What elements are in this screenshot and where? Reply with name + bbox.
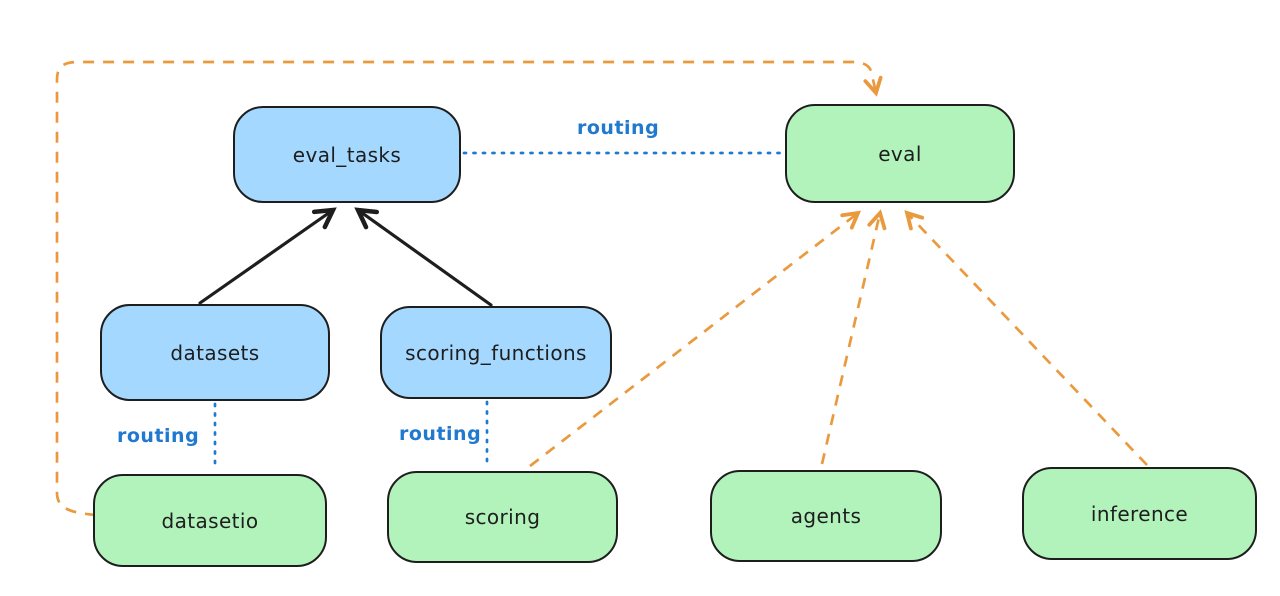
node-datasets-label: datasets (170, 340, 260, 365)
node-scoring-functions[interactable]: scoring_functions (380, 306, 612, 399)
node-scoring[interactable]: scoring (387, 471, 618, 563)
edge-scoring-to-eval (529, 210, 862, 468)
node-scoring-functions-label: scoring_functions (405, 340, 587, 365)
edge-datasetio-to-eval (55, 60, 883, 517)
node-eval-tasks-label: eval_tasks (292, 142, 402, 167)
node-scoring-label: scoring (464, 505, 541, 529)
node-eval[interactable]: eval (785, 104, 1015, 203)
edge-datasets-to-eval-tasks (198, 207, 337, 305)
node-inference[interactable]: inference (1022, 467, 1257, 560)
routing-label-eval-tasks-eval: routing (577, 117, 660, 139)
edge-agents-to-eval (820, 209, 887, 465)
node-agents-label: agents (790, 504, 862, 528)
node-agents[interactable]: agents (710, 470, 942, 562)
node-datasets[interactable]: datasets (100, 304, 330, 401)
routing-label-datasets-datasetio: routing (117, 425, 200, 447)
routing-label-scoring-functions-scoring: routing (399, 423, 482, 445)
node-datasetio[interactable]: datasetio (93, 474, 327, 567)
node-eval-label: eval (878, 141, 922, 166)
node-datasetio-label: datasetio (161, 508, 259, 533)
edge-scoring-functions-to-eval-tasks (354, 207, 493, 307)
node-eval-tasks[interactable]: eval_tasks (233, 106, 461, 203)
edge-inference-to-eval (904, 210, 1148, 466)
node-inference-label: inference (1090, 501, 1189, 526)
